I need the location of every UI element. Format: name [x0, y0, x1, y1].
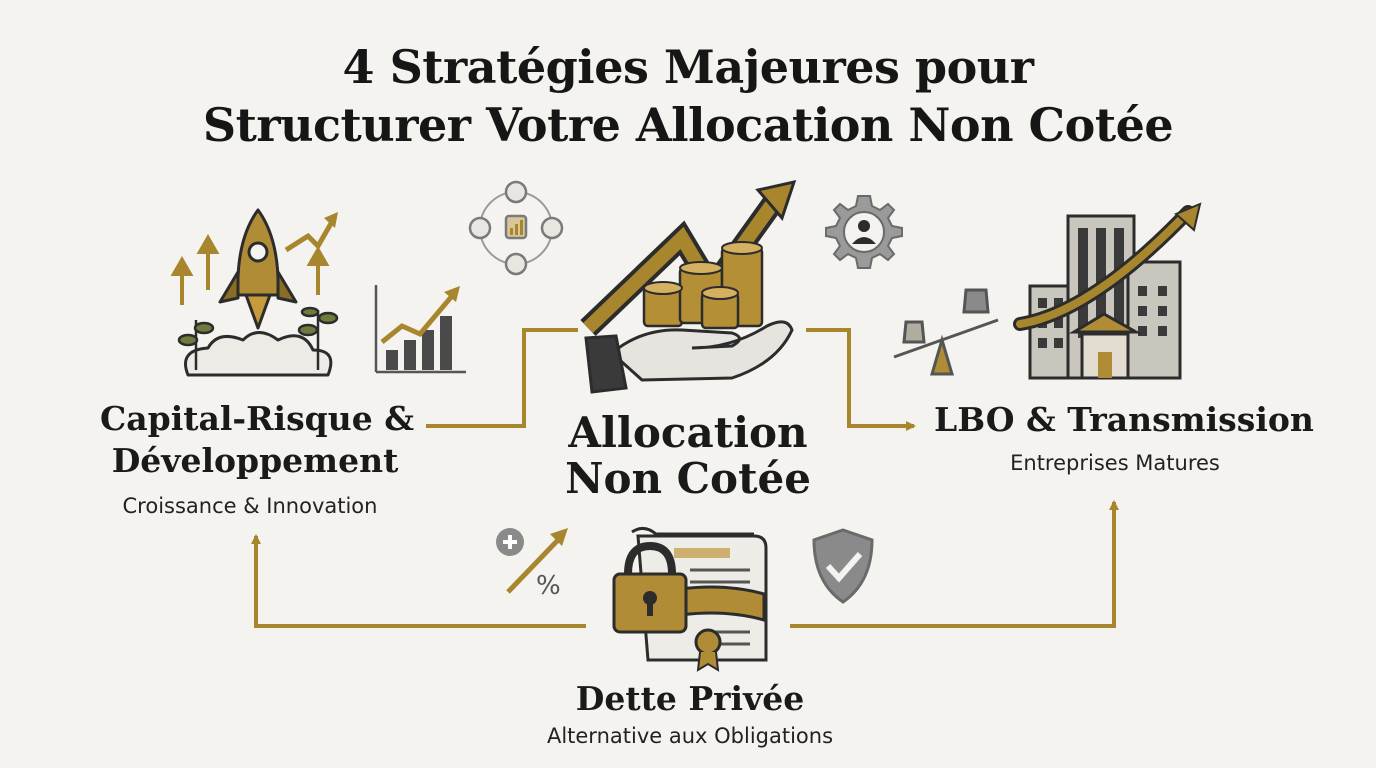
connector-venture-center — [426, 328, 578, 428]
node-debt-title: Dette Privée — [575, 679, 805, 718]
bar-chart-growth-icon — [374, 285, 466, 374]
node-venture-subtitle: Croissance & Innovation — [122, 494, 378, 518]
page-title-line1: 4 Stratégies Majeures pour — [342, 40, 1034, 94]
shield-check-icon — [812, 528, 874, 604]
page-title: 4 Stratégies Majeures pour Structurer Vo… — [0, 38, 1376, 154]
network-finance-icon — [468, 180, 564, 276]
balance-scale-icon — [893, 288, 999, 376]
node-venture-title: Capital-Risque & Développement — [100, 398, 414, 482]
hand-coins-growth-icon — [580, 179, 797, 394]
node-lbo-subtitle: Entreprises Matures — [1010, 451, 1220, 475]
gear-person-icon — [825, 195, 903, 269]
connector-debt-lbo — [790, 500, 1119, 628]
center-title-line2: Non Cotée — [565, 454, 811, 503]
buildings-growth-icon — [1013, 202, 1202, 380]
node-debt-subtitle: Alternative aux Obligations — [546, 724, 834, 748]
svg-text:%: % — [536, 571, 561, 601]
percent-growth-icon: % — [496, 528, 568, 601]
node-venture-title-line1: Capital-Risque & — [100, 399, 414, 438]
center-title: Allocation Non Cotée — [548, 410, 828, 502]
locked-contract-icon — [612, 527, 768, 672]
center-title-line1: Allocation — [568, 408, 808, 457]
rocket-icon — [170, 208, 339, 377]
node-lbo-title: LBO & Transmission — [934, 400, 1314, 439]
connector-center-lbo — [806, 328, 916, 431]
connector-debt-venture — [251, 534, 586, 628]
page-title-line2: Structurer Votre Allocation Non Cotée — [202, 98, 1174, 152]
node-venture-title-line2: Développement — [111, 441, 399, 480]
